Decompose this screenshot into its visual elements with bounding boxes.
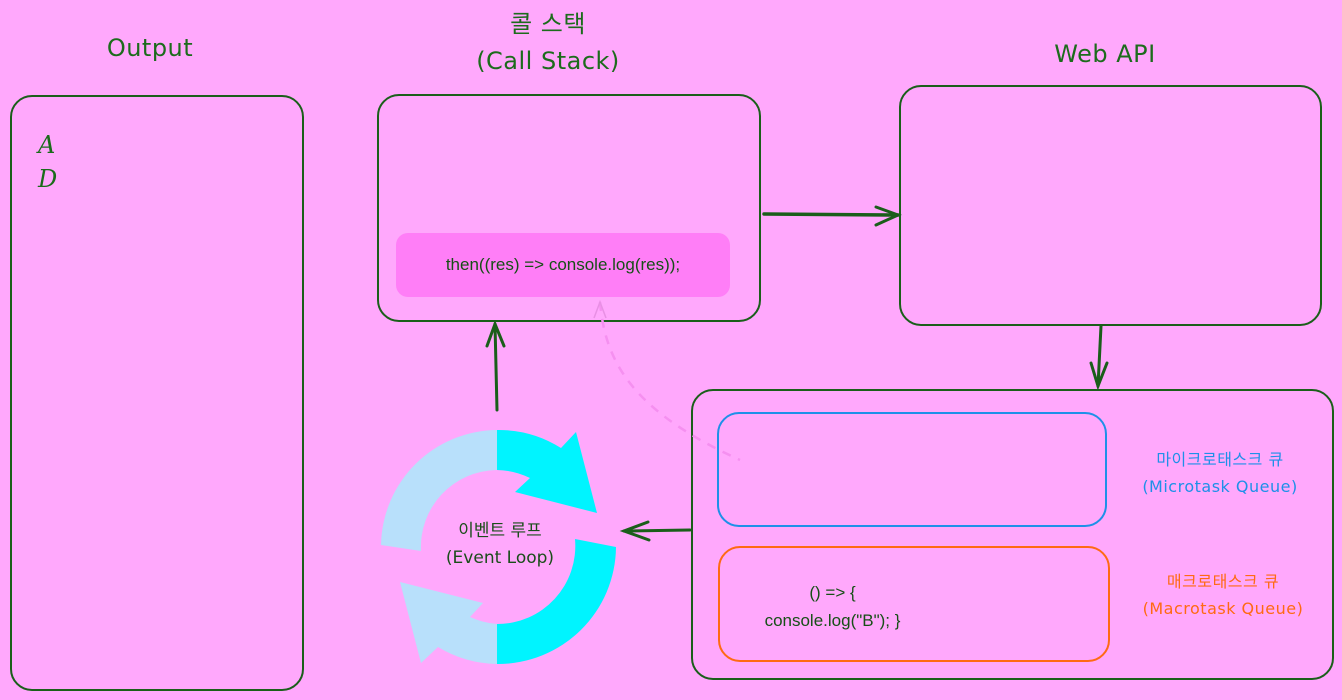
macrotask-item-line1: () => {	[809, 583, 856, 602]
microtask-queue-box	[717, 412, 1107, 527]
event-loop-label-en: (Event Loop)	[445, 548, 555, 568]
event-loop-icon	[381, 429, 616, 665]
arrow-eventloop-to-callstack	[485, 319, 506, 412]
macrotask-queue-label-en: (Macrotask Queue)	[1142, 599, 1304, 618]
arrow-callstack-to-webapi	[762, 205, 902, 227]
arrow-webapi-to-queues	[1089, 324, 1109, 391]
macrotask-queue-box	[718, 546, 1110, 662]
loop-segment-top-left	[381, 430, 497, 551]
dashed-path-arrowhead	[593, 299, 607, 319]
microtask-queue-label-ko: 마이크로태스크 큐	[1156, 450, 1284, 469]
output-panel	[10, 95, 304, 691]
task-queues-panel	[691, 389, 1334, 680]
arrow-queues-to-eventloop	[619, 520, 692, 542]
microtask-queue-label-en: (Microtask Queue)	[1142, 477, 1298, 496]
loop-segment-bottom-left	[400, 582, 497, 664]
web-api-title: Web API	[1054, 40, 1156, 68]
dashed-microtask-path	[598, 301, 741, 462]
call-stack-title-ko: 콜 스택	[510, 10, 586, 38]
event-loop-label-ko: 이벤트 루프	[458, 521, 542, 541]
call-stack-panel	[377, 94, 761, 322]
output-line: D	[38, 165, 58, 193]
macrotask-queue-label-ko: 매크로태스크 큐	[1166, 572, 1280, 591]
call-stack-title-en: (Call Stack)	[476, 47, 620, 75]
output-line: A	[38, 131, 56, 159]
macrotask-item-line2: console.log("B"); }	[764, 611, 901, 630]
output-title: Output	[106, 34, 194, 62]
web-api-panel	[899, 85, 1322, 326]
loop-segment-bottom-right	[497, 539, 616, 665]
call-stack-frame: then((res) => console.log(res));	[396, 233, 730, 297]
loop-segment-top-right	[497, 429, 597, 513]
macrotask-item: () => { console.log("B"); }	[735, 579, 930, 635]
